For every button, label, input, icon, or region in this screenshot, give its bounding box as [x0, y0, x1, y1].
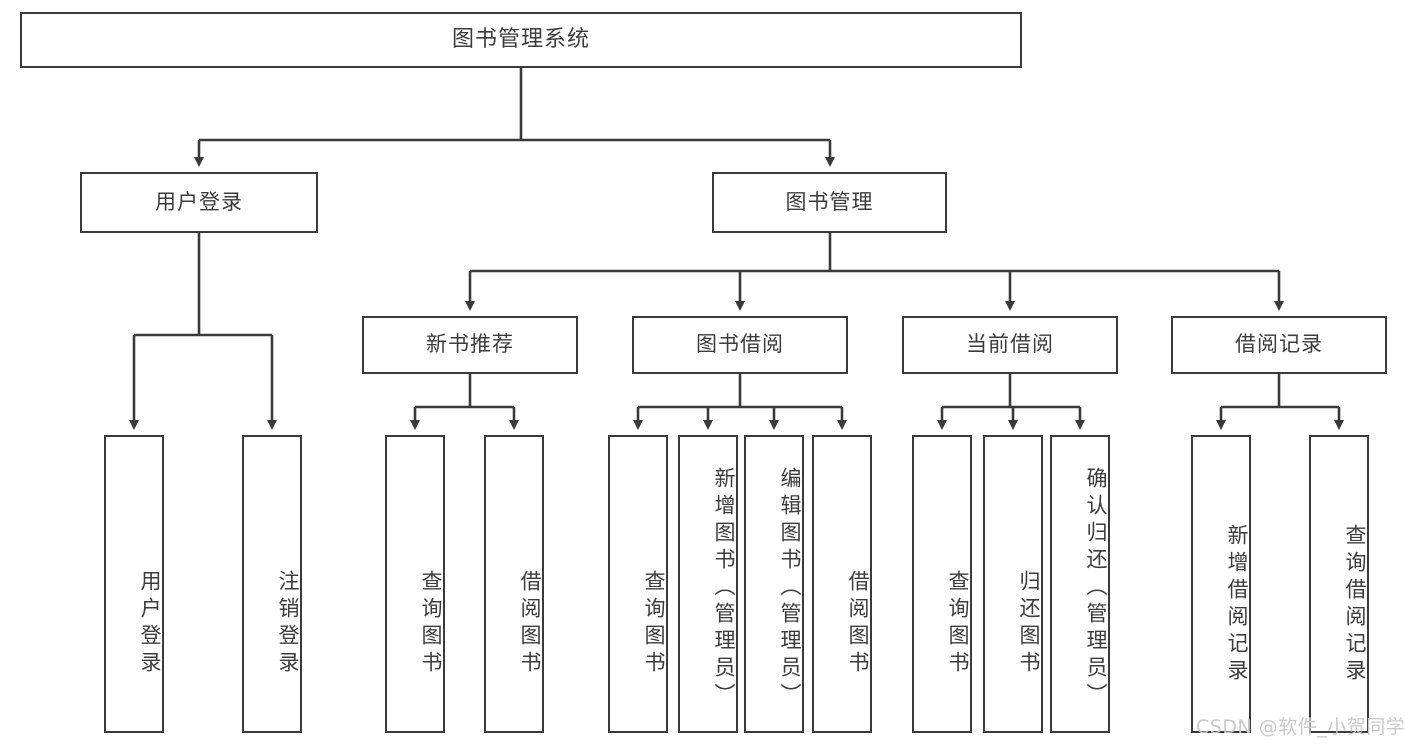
node-new-book-recommend[interactable]: 新书推荐 [362, 316, 578, 374]
node-borrow-record[interactable]: 借阅记录 [1171, 316, 1387, 374]
node-root-system[interactable]: 图书管理系统 [20, 12, 1022, 68]
node-book-borrow[interactable]: 图书借阅 [632, 316, 848, 374]
leaf-logout-login[interactable]: 注销登录 [242, 435, 302, 733]
leaf-add-book-admin[interactable]: 新增图书（管理员） [678, 435, 738, 733]
leaf-query-book-borrow[interactable]: 查询图书 [608, 435, 668, 733]
node-book-management[interactable]: 图书管理 [712, 172, 947, 233]
leaf-query-book-current[interactable]: 查询图书 [912, 435, 972, 733]
leaf-query-borrow-record[interactable]: 查询借阅记录 [1309, 435, 1369, 733]
node-user-login[interactable]: 用户登录 [80, 172, 318, 233]
leaf-return-book[interactable]: 归还图书 [983, 435, 1043, 733]
leaf-borrow-book-recommend[interactable]: 借阅图书 [484, 435, 544, 733]
node-current-borrow[interactable]: 当前借阅 [902, 316, 1118, 374]
leaf-edit-book-admin[interactable]: 编辑图书（管理员） [744, 435, 804, 733]
leaf-user-login[interactable]: 用户登录 [104, 435, 164, 733]
leaf-query-book-recommend[interactable]: 查询图书 [385, 435, 445, 733]
csdn-watermark: CSDN @软件_小贺同学 [1196, 716, 1405, 738]
leaf-confirm-return-admin[interactable]: 确认归还（管理员） [1050, 435, 1110, 733]
leaf-add-borrow-record[interactable]: 新增借阅记录 [1191, 435, 1251, 733]
leaf-borrow-book[interactable]: 借阅图书 [812, 435, 872, 733]
